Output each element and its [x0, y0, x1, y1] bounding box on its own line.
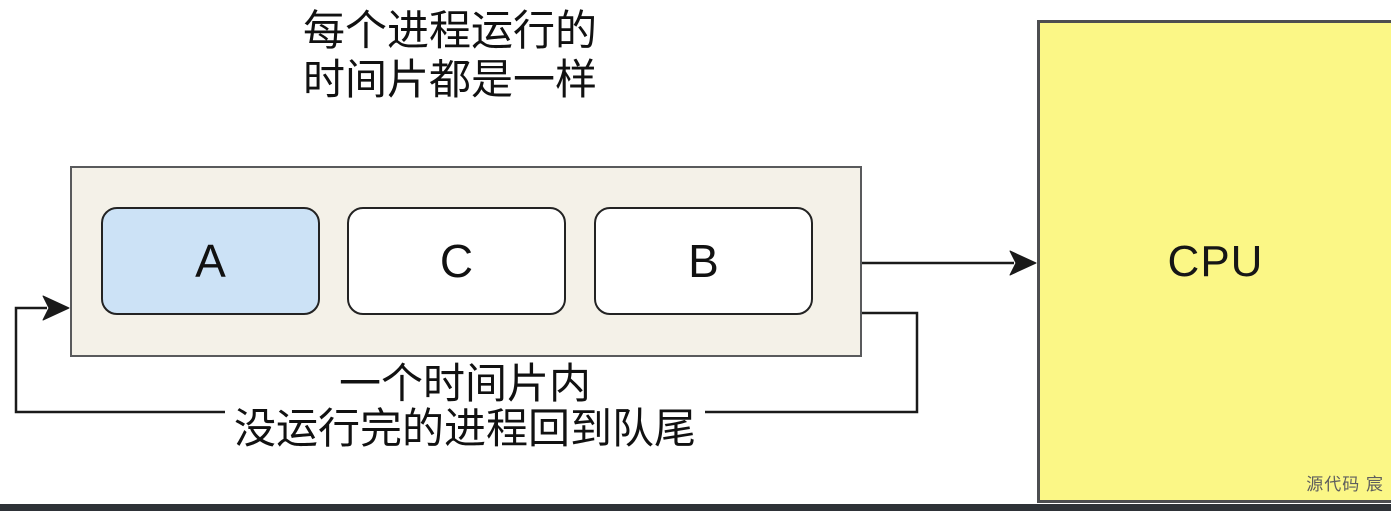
bottom-caption-line1: 一个时间片内: [338, 360, 591, 407]
process-label-b: B: [688, 235, 719, 287]
feedback-arrowhead-icon: [42, 295, 70, 321]
top-caption-line1: 每个进程运行的: [302, 7, 597, 54]
process-label-c: C: [439, 235, 474, 287]
top-caption-line2: 时间片都是一样: [302, 56, 597, 103]
bottom-bar: [0, 504, 1391, 511]
process-box-c: C: [347, 207, 566, 315]
process-box-a: A: [101, 207, 320, 315]
process-box-b: B: [594, 207, 813, 315]
queue-to-cpu-arrowhead-icon: [1009, 250, 1037, 276]
bottom-caption: 一个时间片内 没运行完的进程回到队尾: [225, 361, 705, 451]
bottom-caption-line2: 没运行完的进程回到队尾: [233, 405, 696, 452]
top-caption: 每个进程运行的 时间片都是一样: [240, 6, 660, 104]
cpu-label: CPU: [1167, 236, 1264, 286]
ready-queue-container: A C B: [70, 166, 862, 357]
cpu-box: CPU 源代码 宸: [1037, 20, 1391, 503]
process-label-a: A: [195, 235, 226, 287]
watermark-text: 源代码 宸: [1306, 475, 1384, 494]
